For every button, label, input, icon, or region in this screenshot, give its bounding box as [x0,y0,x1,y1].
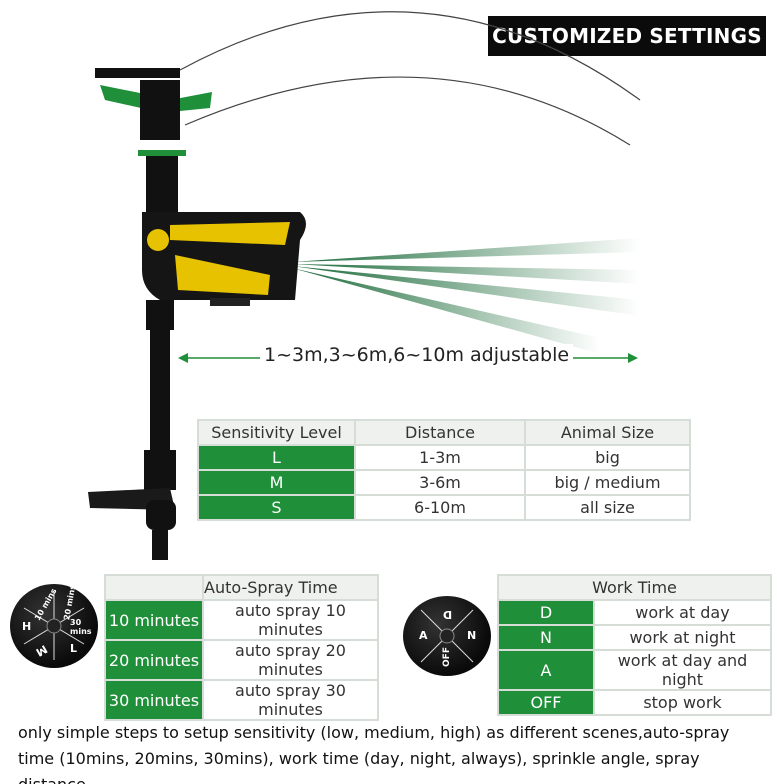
distance-cell: 6-10m [354,494,526,521]
sprinkler-device-illustration [88,11,641,560]
distance-cell: 1-3m [354,444,526,471]
size-cell: big [524,444,691,471]
distance-range-annotation: 1~3m,3~6m,6~10m adjustable [178,344,638,372]
size-cell: all size [524,494,691,521]
distance-cell: 3-6m [354,469,526,496]
duration-cell: 10 minutes [104,599,204,641]
description-cell: work at day and night [593,649,772,691]
dial-label-off: OFF [441,647,452,667]
header-distance: Distance [354,419,526,446]
duration-cell: 20 minutes [104,639,204,681]
mode-cell: D [497,599,595,626]
table-row: L 1-3m big [197,444,691,471]
description-cell: work at day [593,599,772,626]
spray-time-dial: 10 mins 20 mins 30 mins L M H [10,584,98,668]
duration-cell: 30 minutes [104,679,204,721]
dial-label-h: H [22,620,32,633]
dial-label-d: D [443,608,453,621]
description-cell: stop work [593,689,772,716]
work-time-header: Work Time [497,574,772,601]
level-cell: M [197,469,356,496]
range-label: 1~3m,3~6m,6~10m adjustable [260,344,574,366]
description-cell: auto spray 20 minutes [202,639,379,681]
description-cell: auto spray 10 minutes [202,599,379,641]
mode-cell: N [497,624,595,651]
dial-label-l: L [70,642,78,655]
size-cell: big / medium [524,469,691,496]
spray-arc-inner [184,76,631,146]
work-time-dial: D N OFF A [403,596,491,676]
spray-arc-outer [179,11,641,101]
sensitivity-table: Sensitivity Level Distance Animal Size L… [197,419,691,521]
mode-cell: A [497,649,595,691]
table-row: M 3-6m big / medium [197,469,691,496]
caption-text: only simple steps to setup sensitivity (… [18,723,730,784]
dial-label-a: A [419,629,428,642]
auto-spray-header: Auto-Spray Time [202,574,379,601]
description-cell: auto spray 30 minutes [202,679,379,721]
title-banner: CUSTOMIZED SETTINGS [488,16,766,56]
dial-label-n: N [467,629,477,642]
mode-cell: OFF [497,689,595,716]
description-cell: work at night [593,624,772,651]
table-row: S 6-10m all size [197,494,691,521]
header-sensitivity: Sensitivity Level [197,419,356,446]
level-cell: S [197,494,356,521]
header-animal-size: Animal Size [524,419,691,446]
sensor-beams [292,238,640,354]
level-cell: L [197,444,356,471]
dial-label-30: 30 mins [70,618,92,636]
